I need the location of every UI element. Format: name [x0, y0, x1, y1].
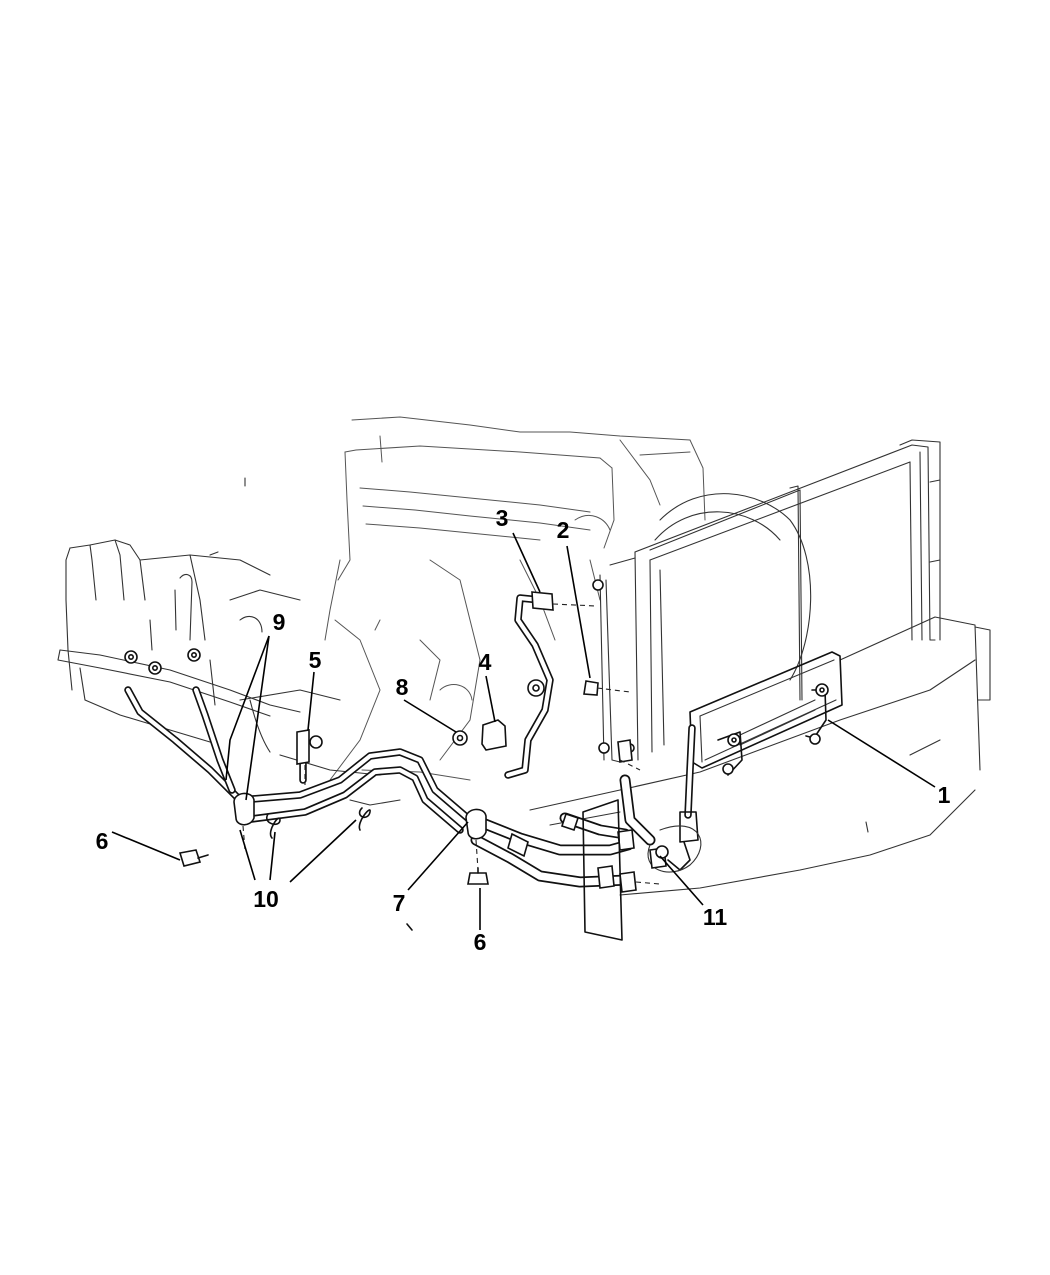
transmission-case: [57, 477, 401, 806]
radiator: [527, 439, 991, 896]
callout-10: 10: [253, 886, 279, 912]
small-parts: [178, 719, 669, 931]
callout-8: 8: [396, 674, 409, 700]
callout-3: 3: [496, 505, 509, 531]
callout-5: 5: [309, 647, 322, 673]
oil-cooler: [667, 651, 843, 871]
cooler-lines: [124, 591, 702, 893]
callout-9: 9: [273, 609, 286, 635]
callout-7: 7: [393, 890, 406, 916]
callout-2: 2: [557, 517, 570, 543]
callout-4: 4: [479, 649, 492, 675]
leader-lines: [111, 532, 936, 930]
mounting-plate: [582, 799, 623, 941]
callout-6b: 6: [474, 929, 487, 955]
callout-11: 11: [703, 904, 728, 930]
engine-block: [324, 416, 706, 781]
callout-1: 1: [938, 782, 951, 808]
callout-6a: 6: [96, 828, 109, 854]
callout-labels: 1 2 3 4 5 6 6 7 8 9 10 11: [96, 505, 951, 955]
